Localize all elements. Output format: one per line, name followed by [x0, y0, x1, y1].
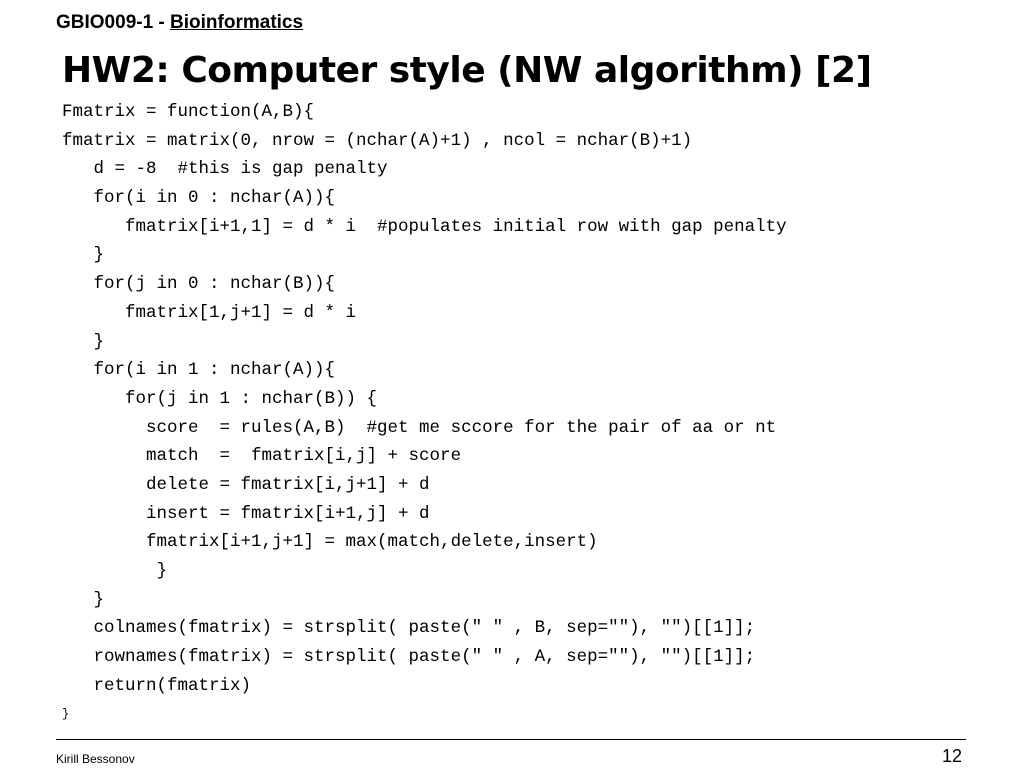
code-line: d = -8 #this is gap penalty — [62, 159, 388, 180]
code-line: fmatrix = matrix(0, nrow = (nchar(A)+1) … — [62, 130, 693, 151]
code-line: return(fmatrix) — [62, 675, 252, 696]
code-line: insert = fmatrix[i+1,j] + d — [62, 503, 430, 524]
code-line: delete = fmatrix[i,j+1] + d — [62, 474, 430, 495]
code-line: colnames(fmatrix) = strsplit( paste(" " … — [62, 618, 756, 639]
footer-author: Kirill Bessonov — [56, 752, 135, 766]
course-header: GBIO009-1 - Bioinformatics — [56, 12, 303, 34]
code-line: match = fmatrix[i,j] + score — [62, 446, 462, 467]
code-block: Fmatrix = function(A,B){ fmatrix = matrix… — [62, 98, 787, 729]
code-line: } — [62, 245, 105, 266]
footer-divider — [56, 739, 966, 740]
page-number: 12 — [941, 746, 962, 766]
code-line: for(j in 1 : nchar(B)) { — [62, 388, 378, 409]
code-line-closing-brace: } — [62, 707, 70, 722]
code-line: rownames(fmatrix) = strsplit( paste(" " … — [62, 647, 756, 668]
code-line: for(i in 0 : nchar(A)){ — [62, 188, 336, 209]
code-line: } — [62, 561, 168, 581]
course-code: GBIO009-1 - — [56, 12, 171, 33]
code-line: } — [62, 589, 105, 610]
course-link[interactable]: Bioinformatics — [170, 12, 304, 33]
code-line: for(i in 1 : nchar(A)){ — [62, 360, 336, 381]
code-line: Fmatrix = function(A,B){ — [62, 102, 315, 122]
slide-title: HW2: Computer style (NW algorithm) [2] — [62, 50, 872, 91]
code-line: fmatrix[i+1,j+1] = max(match,delete,inse… — [62, 532, 598, 553]
code-line: score = rules(A,B) #get me sccore for th… — [62, 417, 777, 438]
code-line: } — [62, 331, 105, 352]
code-line: fmatrix[i+1,1] = d * i #populates initia… — [62, 216, 787, 237]
code-line: for(j in 0 : nchar(B)){ — [62, 274, 336, 295]
code-line: fmatrix[1,j+1] = d * i — [62, 302, 357, 323]
